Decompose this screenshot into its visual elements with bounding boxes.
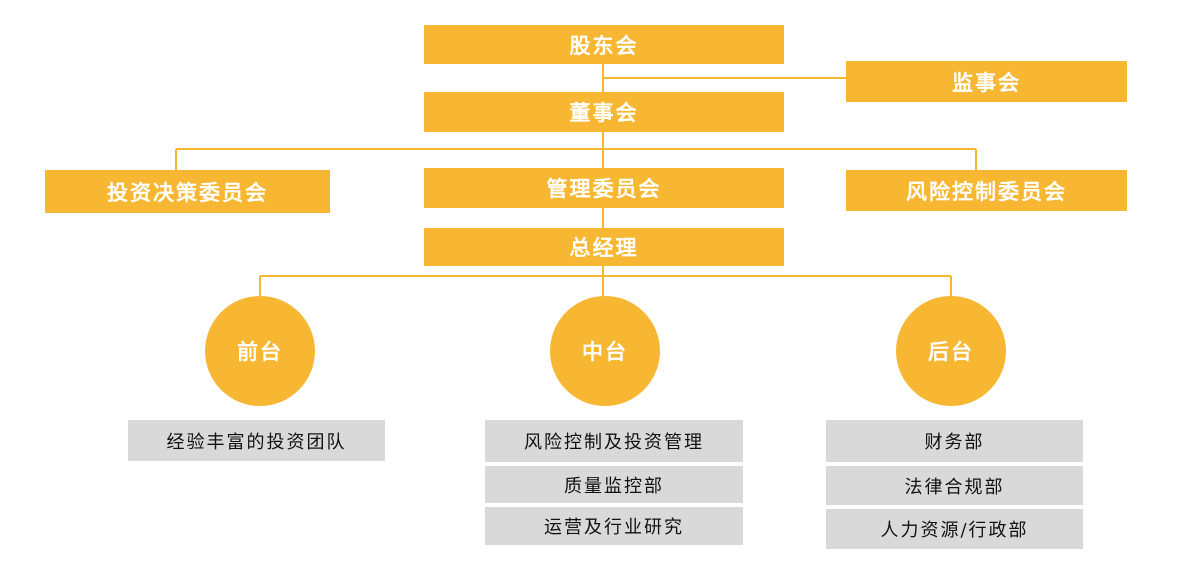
shareholders-box: 股东会 xyxy=(424,25,784,64)
middle-office-label: 中台 xyxy=(582,339,628,364)
risk-committee-box: 风险控制委员会 xyxy=(846,170,1127,211)
supervisors-box: 监事会 xyxy=(846,61,1127,102)
back-dept-1: 财务部 xyxy=(826,420,1083,462)
supervisors-label: 监事会 xyxy=(952,69,1021,95)
middle-dept-3: 运营及行业研究 xyxy=(485,507,743,545)
back-dept-1-label: 财务部 xyxy=(924,432,985,453)
back-dept-2-label: 法律合规部 xyxy=(904,476,1005,498)
middle-dept-1-label: 风险控制及投资管理 xyxy=(524,432,704,453)
front-dept-1: 经验丰富的投资团队 xyxy=(128,420,385,461)
middle-dept-2-label: 质量监控部 xyxy=(564,475,664,497)
middle-dept-1: 风险控制及投资管理 xyxy=(485,420,743,462)
investment-committee-label: 投资决策委员会 xyxy=(107,179,268,205)
general-manager-box: 总经理 xyxy=(424,228,784,266)
back-dept-3: 人力资源/行政部 xyxy=(826,509,1083,549)
middle-office-circle: 中台 xyxy=(550,296,660,406)
middle-dept-3-label: 运营及行业研究 xyxy=(544,517,684,538)
back-dept-3-label: 人力资源/行政部 xyxy=(880,520,1029,541)
management-committee-label: 管理委员会 xyxy=(546,176,662,201)
board-label: 董事会 xyxy=(569,100,639,125)
back-dept-2: 法律合规部 xyxy=(826,466,1083,505)
general-manager-label: 总经理 xyxy=(569,235,639,260)
risk-committee-label: 风险控制委员会 xyxy=(906,178,1067,204)
front-office-circle: 前台 xyxy=(205,296,315,406)
front-office-label: 前台 xyxy=(237,339,283,364)
investment-committee-box: 投资决策委员会 xyxy=(45,170,330,213)
management-committee-box: 管理委员会 xyxy=(424,168,784,208)
back-office-circle: 后台 xyxy=(896,296,1006,406)
board-box: 董事会 xyxy=(424,92,784,132)
back-office-label: 后台 xyxy=(928,339,974,364)
middle-dept-2: 质量监控部 xyxy=(485,466,743,503)
shareholders-label: 股东会 xyxy=(569,32,639,58)
front-dept-1-label: 经验丰富的投资团队 xyxy=(166,431,347,453)
